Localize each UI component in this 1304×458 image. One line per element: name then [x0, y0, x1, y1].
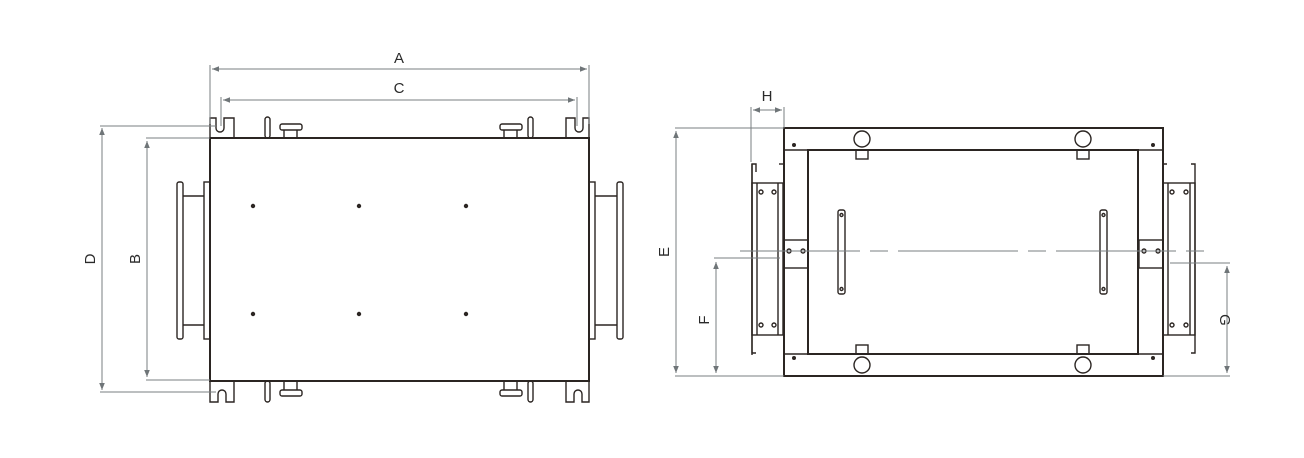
- label-a: A: [394, 50, 404, 67]
- front-top-brackets: [209, 116, 590, 139]
- label-g: G: [1216, 314, 1233, 326]
- side-view: H E F G: [656, 88, 1233, 377]
- front-bottom-brackets: [209, 380, 590, 403]
- dimension-h: H: [750, 88, 785, 162]
- side-right-panel: [1138, 163, 1196, 354]
- front-body: [209, 137, 590, 382]
- front-left-flange: [176, 181, 211, 340]
- label-b: B: [127, 254, 144, 264]
- label-h: H: [762, 88, 773, 105]
- label-e: E: [656, 247, 673, 257]
- dimension-e: E: [656, 127, 784, 377]
- side-handles: [837, 209, 1108, 295]
- side-left-panel: [751, 163, 809, 355]
- dimension-g: G: [1163, 262, 1233, 377]
- label-f: F: [696, 315, 713, 324]
- label-c: C: [394, 80, 405, 97]
- dimension-b: B: [127, 137, 210, 381]
- dimension-d: D: [82, 125, 216, 393]
- side-top-knobs: [853, 130, 1092, 160]
- dimension-f: F: [696, 257, 780, 373]
- front-view: A C D B: [82, 50, 624, 403]
- label-d: D: [82, 253, 99, 264]
- dimension-c: C: [220, 80, 578, 126]
- dimension-a: A: [209, 50, 590, 124]
- side-outer-frame: [783, 127, 1164, 377]
- side-bottom-knobs: [853, 344, 1092, 374]
- front-right-flange: [588, 181, 624, 340]
- side-inner-box: [807, 149, 1139, 355]
- front-mount-points: [250, 203, 469, 317]
